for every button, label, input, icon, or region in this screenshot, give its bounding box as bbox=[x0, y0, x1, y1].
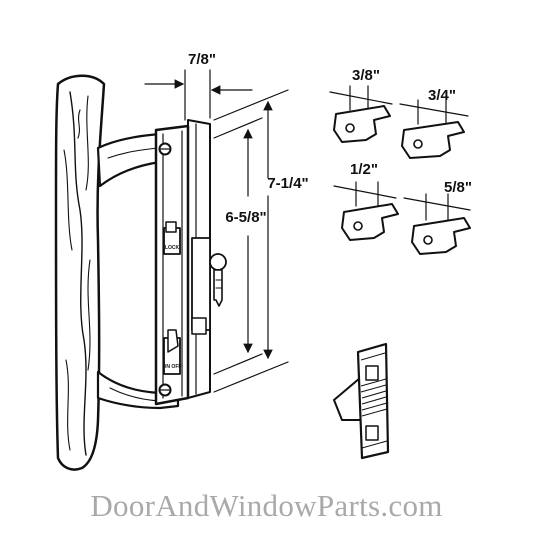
width-dimension-label: 7/8" bbox=[188, 51, 216, 68]
hole-spacing-label: 6-5/8" bbox=[225, 209, 266, 226]
watermark: DoorAndWindowParts.com bbox=[90, 488, 443, 523]
lock-label: LOCK bbox=[165, 245, 180, 251]
keeper-3-4: 3/4" bbox=[399, 87, 469, 159]
keeper-3-8: 3/8" bbox=[329, 67, 393, 143]
keeper-label: 3/4" bbox=[428, 87, 456, 104]
keeper-1-2: 1/2" bbox=[333, 161, 399, 241]
overall-height-label: 7-1/4" bbox=[267, 175, 308, 192]
keeper-5-8: 5/8" bbox=[403, 179, 472, 255]
handle-escutcheon: LOCK ON OFF bbox=[154, 119, 227, 406]
key-cylinder-icon bbox=[209, 253, 227, 271]
dimension-lines bbox=[144, 69, 289, 393]
keeper-label: 5/8" bbox=[444, 179, 472, 196]
strike-plate bbox=[333, 342, 390, 460]
keeper-label: 3/8" bbox=[352, 67, 380, 84]
keeper-label: 1/2" bbox=[350, 161, 378, 178]
switch-label: ON OFF bbox=[163, 364, 182, 370]
